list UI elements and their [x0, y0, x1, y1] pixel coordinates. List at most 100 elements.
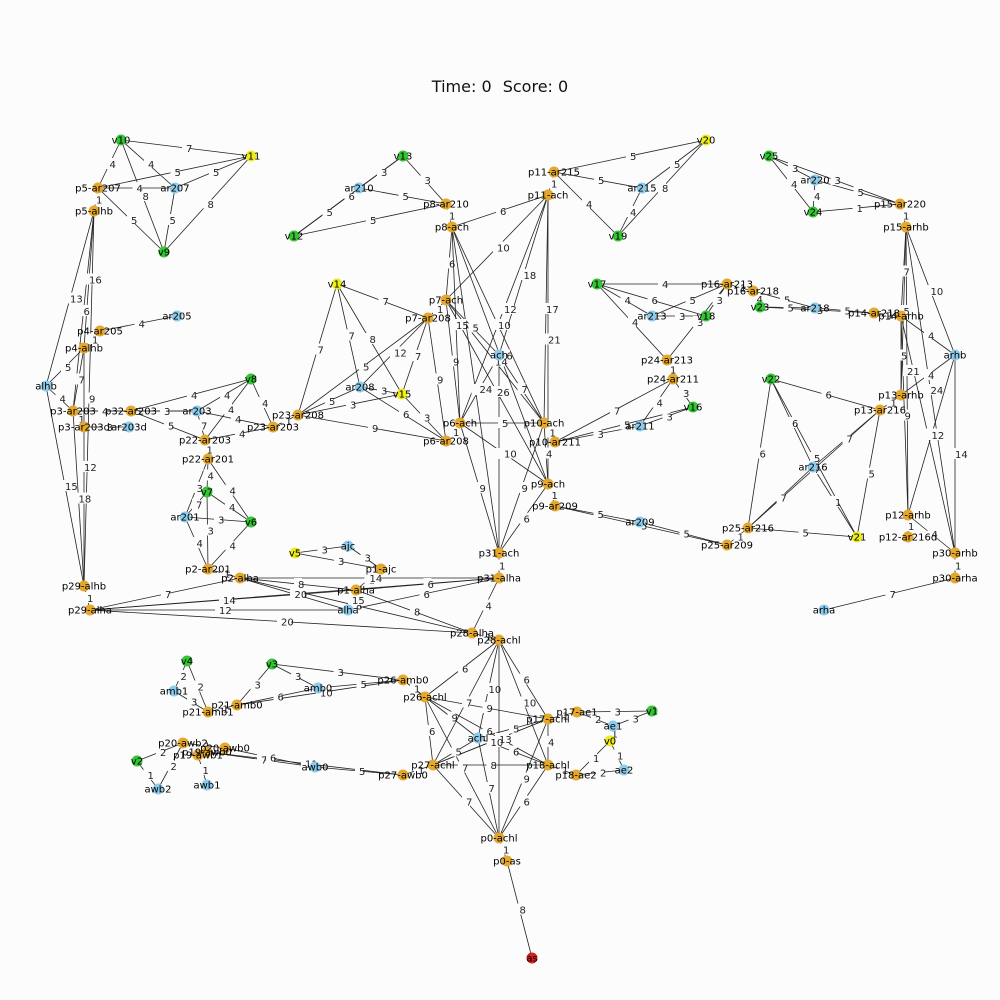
node-label: ajc: [341, 542, 355, 553]
edge-weight-label: 4: [239, 430, 245, 441]
edge-weight-background: [134, 317, 143, 329]
node-label: ar220: [800, 176, 829, 187]
edge-weight-background: [519, 795, 528, 807]
edge-weight-background: [519, 269, 534, 280]
node-label: p14-arhb: [878, 312, 923, 323]
edge-weight-label: 5: [327, 208, 333, 219]
graph-node-p17-achl: [542, 713, 554, 725]
edge-weight-label: 13: [70, 295, 83, 306]
edge-weight-label: 6: [524, 676, 530, 687]
edge-weight-background: [899, 265, 908, 277]
edge-weight-background: [620, 294, 629, 305]
graph-node-p22-ar201: [202, 453, 214, 465]
edge-weight-label: 5: [690, 296, 696, 307]
graph-node-v13: [397, 150, 409, 162]
edge-weight-background: [658, 182, 666, 193]
graph-node-v12: [288, 230, 300, 242]
node-label: p10-ar211: [529, 438, 581, 449]
edge-weight-label: 6: [428, 580, 434, 591]
node-label: p3-ar203d: [58, 423, 110, 434]
edge-weight-label: 4: [60, 395, 66, 406]
edge-weight-label: 4: [757, 295, 763, 306]
node-label: p12-arhb: [885, 511, 930, 522]
edge-weight-label: 3: [338, 557, 344, 568]
graph-node-p3-ar203: [67, 405, 79, 417]
edge-weight-background: [257, 753, 265, 765]
node-label: p8-ar210: [423, 200, 469, 211]
edge-weight-background: [926, 285, 941, 296]
edge-weight-label: 3: [164, 407, 170, 418]
graph-node-v8: [245, 373, 257, 385]
edge-weight-background: [591, 713, 599, 724]
graph-node-v3: [266, 658, 278, 670]
edge-weight-background: [317, 543, 326, 555]
edge-weight-label: 5: [788, 304, 794, 315]
edge-weight-background: [658, 278, 666, 289]
edge-weight-background: [368, 422, 376, 433]
edge-weight-label: 4: [928, 332, 934, 343]
graph-node-p16-ar218: [747, 285, 759, 297]
edge-weight-background: [365, 572, 380, 583]
node-label: v19: [609, 232, 628, 243]
node-label: v24: [804, 208, 823, 219]
edge-weight-label: 5: [904, 307, 910, 318]
edge-weight-label: 1: [499, 562, 505, 573]
edge-weight-label: 6: [792, 419, 798, 430]
graph-node-awb2: [152, 783, 164, 795]
edge-weight-label: 1: [87, 594, 93, 605]
node-label: p30-arha: [932, 574, 977, 585]
node-label: p18-achl: [526, 761, 569, 772]
edge-weight-label: 2: [198, 683, 204, 694]
node-label: p26-achl: [403, 693, 446, 704]
node-label: p24-ar211: [647, 375, 699, 386]
edge-weight-label: 7: [466, 699, 472, 710]
edge-weight-label: 1: [670, 366, 676, 377]
edge-weight-label: 12: [504, 305, 517, 316]
graph-node-v16: [687, 401, 699, 413]
graph-node-p15-arhb: [900, 221, 912, 233]
edge-weight-label: 6: [349, 192, 355, 203]
node-label: p23-ar208: [272, 411, 324, 422]
edge-weight-background: [666, 363, 674, 375]
node-label: amb1: [160, 687, 189, 698]
node-label: p22-ar203: [179, 436, 231, 447]
edge-weight-label: 3: [295, 672, 301, 683]
graph-node-p5-alhb: [88, 205, 100, 217]
edge-weight-label: 1: [908, 522, 914, 533]
node-label: ar205: [162, 312, 191, 323]
edge-weight-label: 8: [356, 602, 362, 613]
node-label: v3: [266, 660, 278, 671]
graph-node-p4-ar205: [94, 325, 106, 337]
edge-weight-background: [951, 448, 965, 459]
edge-weight-label: 8: [662, 184, 668, 195]
edge-weight-background: [482, 725, 491, 736]
edge-weight-background: [225, 484, 234, 496]
edge-weight-label: 14: [495, 358, 508, 369]
edge-weight-label: 1: [738, 533, 744, 544]
graph-node-p29-alhb: [78, 580, 90, 592]
edge-weight-label: 3: [835, 176, 841, 187]
node-label: v12: [285, 232, 304, 243]
edge-weight-background: [500, 303, 514, 314]
edge-weight-background: [419, 588, 428, 599]
edge-weight-label: 4: [548, 738, 554, 749]
node-label: p27-achl: [411, 761, 454, 772]
graph-node-arha: [818, 604, 830, 616]
edge-weight-label: 10: [524, 699, 537, 710]
edge-weight-background: [281, 415, 290, 426]
edge-weight-background: [831, 496, 839, 507]
graph-node-p11-ar215: [548, 166, 560, 178]
graph-node-v15: [396, 388, 408, 400]
node-label: arhb: [944, 351, 967, 362]
node-label: as: [526, 954, 537, 965]
node-label: alha: [337, 606, 358, 617]
graph-node-v24: [807, 206, 819, 218]
edge-weight-label: 5: [513, 725, 519, 736]
edge-weight-background: [258, 397, 266, 408]
edge-weight-label: 5: [869, 470, 875, 481]
edge-weight-label: 5: [473, 324, 479, 335]
graph-node-ar203: [191, 405, 203, 417]
node-label: v7: [201, 488, 213, 499]
graph-node-ar208: [354, 381, 366, 393]
edge-weight-label: 3: [208, 527, 214, 538]
